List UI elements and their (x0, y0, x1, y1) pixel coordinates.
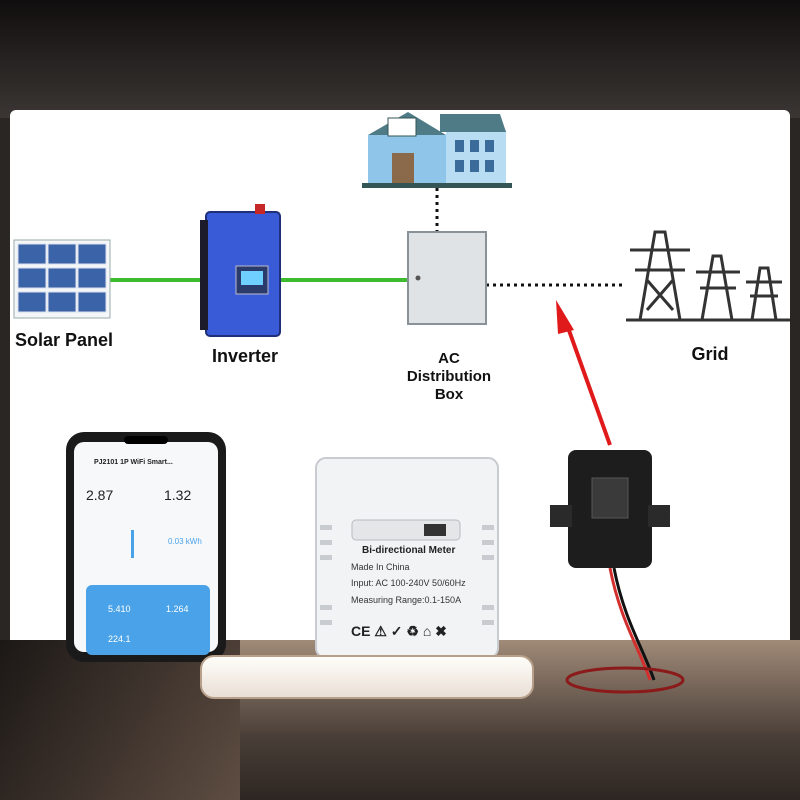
inverter-label: Inverter (211, 346, 279, 366)
phone-title: PJ2101 1P WiFi Smart... (94, 459, 173, 466)
meter-range: Measuring Range:0.1-150A (351, 595, 462, 605)
smartphone-icon (66, 432, 226, 662)
floor-highlight (200, 655, 534, 699)
phone-tile-2: 1.264 (166, 604, 189, 614)
ac-distribution-box-icon (407, 231, 487, 325)
ct-clamp-icon (550, 450, 685, 694)
phone-value-right: 1.32 (164, 487, 192, 503)
grid-label: Grid (691, 344, 729, 364)
background-top (0, 0, 800, 118)
grid-tower-icon (626, 230, 790, 322)
phone-tile-1: 5.410 (108, 604, 131, 614)
ac-distribution-box-label: AC Distribution Box (406, 350, 492, 403)
phone-tile-3: 224.1 (108, 634, 131, 644)
solar-panel-icon (13, 239, 111, 319)
meter-made-in: Made In China (351, 562, 410, 572)
svg-text:CE ⚠ ✓ ♻ ⌂ ✖: CE ⚠ ✓ ♻ ⌂ ✖ (351, 623, 447, 639)
meter-icon: CE ⚠ ✓ ♻ ⌂ ✖ (315, 457, 499, 659)
meter-input: Input: AC 100-240V 50/60Hz (351, 578, 466, 588)
solar-panel-label: Solar Panel (14, 330, 114, 350)
phone-kwh: 0.03 kWh (168, 537, 202, 546)
current-direction-arrow (556, 300, 612, 446)
inverter-icon (200, 204, 281, 337)
phone-value-left: 2.87 (86, 487, 114, 503)
house-icon (362, 112, 512, 188)
meter-title: Bi-directional Meter (362, 545, 456, 556)
